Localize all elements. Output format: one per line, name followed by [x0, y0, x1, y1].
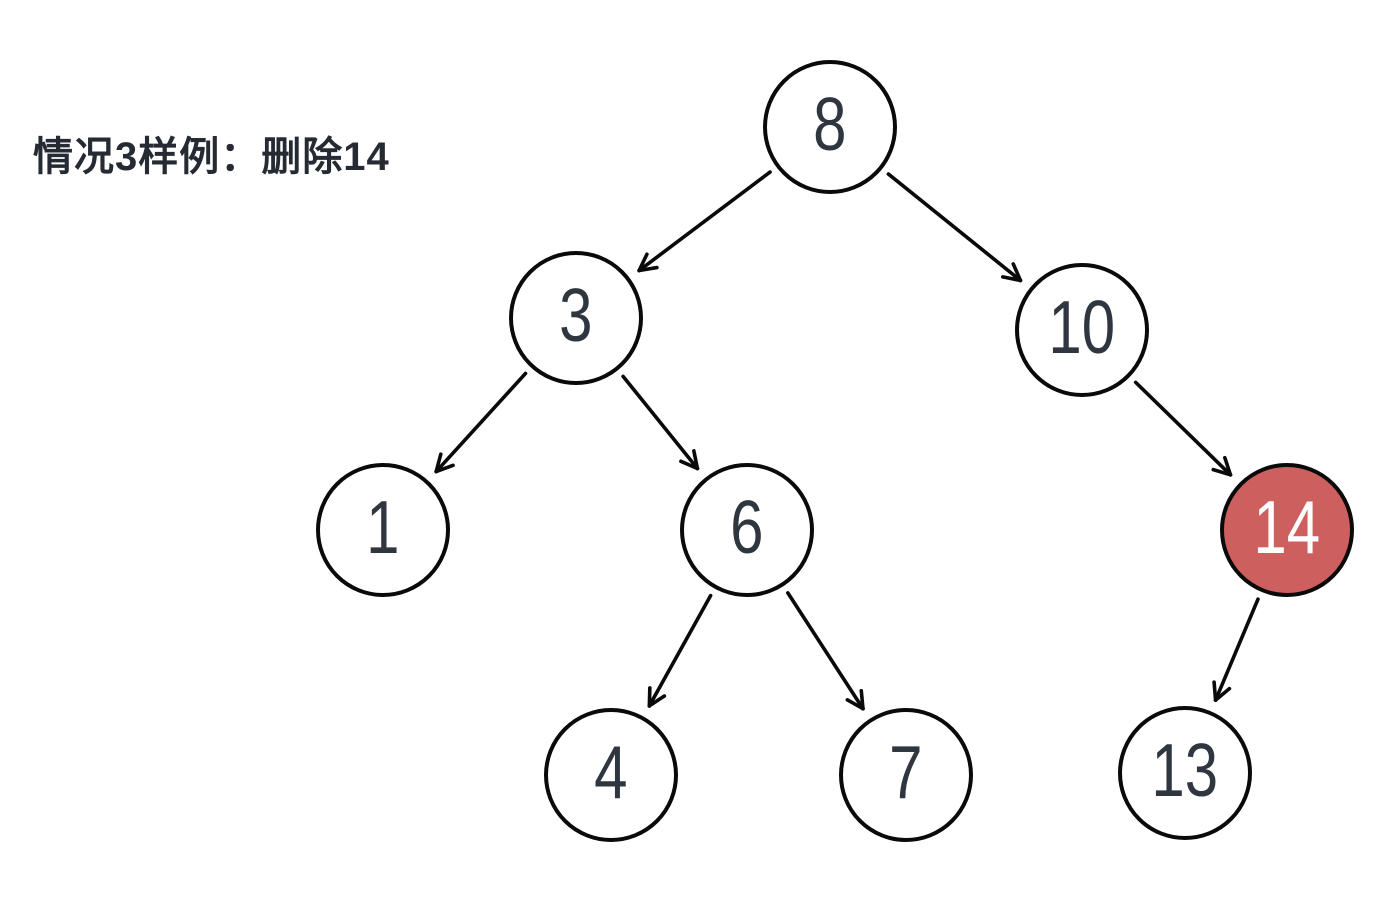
edge-8-10-arrowhead	[1001, 275, 1023, 283]
edge-3-1-arrowhead	[434, 463, 455, 474]
edge-14-13	[1213, 597, 1260, 702]
tree-node-3: 3	[509, 251, 643, 385]
tree-node-value: 13	[1151, 727, 1219, 812]
tree-node-10: 10	[1015, 263, 1149, 397]
edge-6-4-arrowhead	[647, 694, 667, 708]
tree-node-value: 3	[559, 272, 593, 357]
edge-3-6-arrowhead	[692, 449, 700, 471]
tree-node-value: 10	[1048, 284, 1116, 369]
tree-node-value: 4	[594, 729, 628, 814]
edge-10-14	[1133, 380, 1233, 477]
edge-6-7-arrowhead	[845, 698, 865, 711]
edge-6-4	[647, 593, 713, 708]
case-title: 情况3样例：删除14	[33, 135, 390, 179]
tree-node-13: 13	[1118, 706, 1252, 840]
tree-node-value: 1	[366, 484, 400, 569]
edge-8-3-arrowhead	[637, 252, 649, 273]
edge-6-7	[786, 591, 865, 711]
tree-node-value: 8	[813, 81, 847, 166]
tree-node-value: 6	[730, 484, 764, 569]
edge-3-1	[434, 371, 528, 474]
edge-3-6	[621, 374, 700, 471]
edge-10-14-arrowhead	[1223, 455, 1233, 477]
edge-3-6-arrowhead	[679, 459, 700, 471]
tree-node-value: 7	[889, 729, 923, 814]
tree-node-7: 7	[839, 708, 973, 842]
tree-node-4: 4	[544, 708, 678, 842]
tree-node-1: 1	[316, 463, 450, 597]
edge-3-1-arrowhead	[434, 452, 443, 474]
edge-8-10-arrowhead	[1011, 262, 1023, 283]
tree-node-6: 6	[680, 463, 814, 597]
edge-8-3-arrowhead	[637, 265, 659, 273]
tree-node-value: 14	[1253, 484, 1321, 569]
edge-8-3	[637, 170, 772, 273]
edge-14-13-arrowhead	[1212, 680, 1218, 702]
edge-14-13-arrowhead	[1213, 686, 1232, 702]
edge-10-14-arrowhead	[1211, 467, 1233, 477]
edge-8-10	[886, 172, 1023, 283]
tree-node-14: 14	[1220, 463, 1354, 597]
tree-node-8: 8	[763, 60, 897, 194]
edge-6-7-arrowhead	[859, 689, 865, 711]
